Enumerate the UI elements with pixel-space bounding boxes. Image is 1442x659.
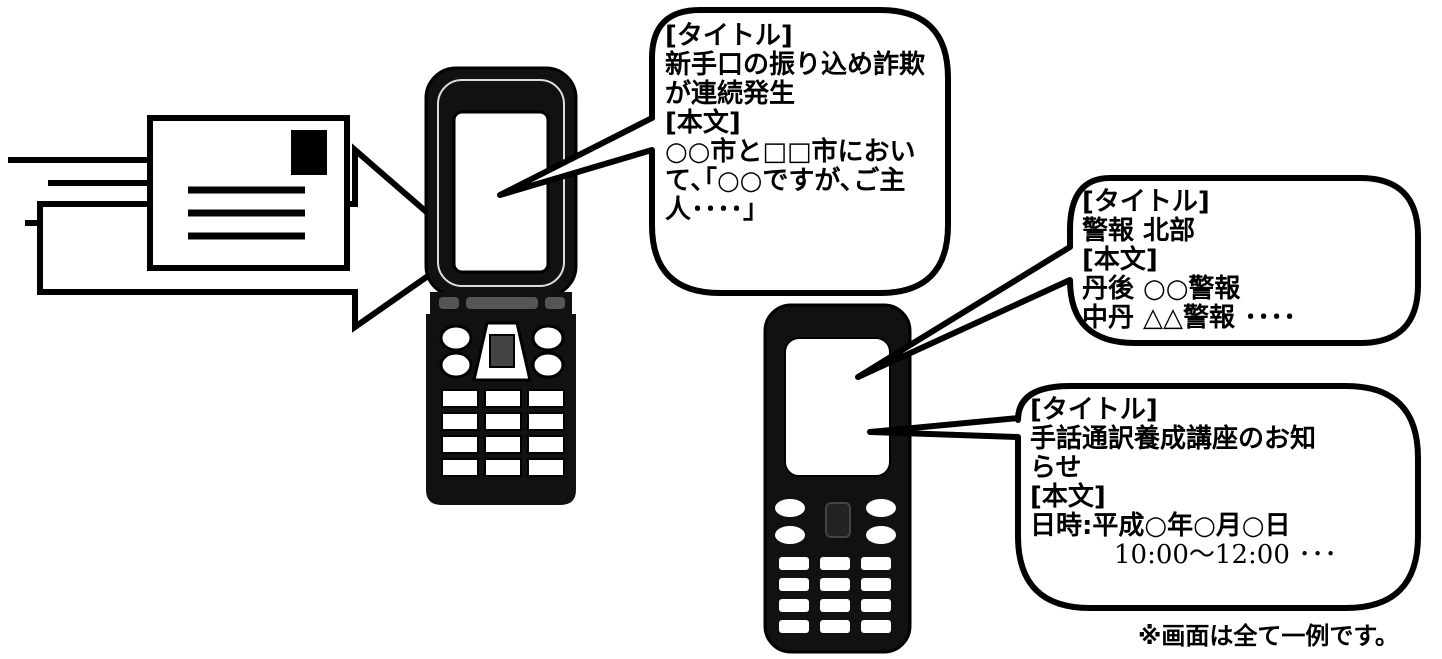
bubble-3-title-label: [タイトル] <box>1030 395 1158 425</box>
bubble-1-title-line: が連続発生 <box>665 79 796 109</box>
bubble-3-title-line: 手話通訳養成講座のお知 <box>1030 424 1317 454</box>
footnote: ※画面は全て一例です。 <box>1138 622 1399 650</box>
speech-bubble-2 <box>855 175 1421 380</box>
bubble-2-body-line: 丹後 ○○警報 <box>1082 274 1241 304</box>
bar-phone-icon <box>763 303 912 654</box>
bubble-2-title-line: 警報 北部 <box>1082 216 1196 246</box>
bubble-2-body-label: [本文] <box>1082 245 1158 275</box>
bubble-3-title-line: らせ <box>1030 453 1082 483</box>
speech-bubble-1 <box>497 7 951 296</box>
bubble-1-body-line: て､｢○○ですが､ご主 <box>665 166 906 196</box>
bubble-1-title-line: 新手口の振り込め詐欺 <box>665 50 926 80</box>
bubble-1-body-line: ○○市と□□市におい <box>665 137 916 167</box>
speech-bubble-3 <box>867 383 1421 611</box>
bubble-1-title-label: [タイトル] <box>665 21 793 51</box>
envelope-icon <box>147 115 350 271</box>
bubble-3-text: [タイトル] 手話通訳養成講座のお知 らせ [本文] 日時:平成○年○月○日 1… <box>1030 396 1337 570</box>
bubble-1-body-line: 人････｣ <box>665 195 757 225</box>
bubble-2-title-label: [タイトル] <box>1082 187 1210 217</box>
bubble-3-body-label: [本文] <box>1030 482 1106 512</box>
bubble-3-body-line: 日時:平成○年○月○日 <box>1030 511 1291 541</box>
flip-phone-icon <box>424 66 578 505</box>
bubble-2-body-line: 中丹 △△警報 ････ <box>1082 303 1297 333</box>
bubble-2-text: [タイトル] 警報 北部 [本文] 丹後 ○○警報 中丹 △△警報 ････ <box>1082 188 1296 333</box>
bubble-3-body-line: 10:00～12:00 ･･･ <box>1114 540 1338 570</box>
bubble-1-body-label: [本文] <box>665 108 741 138</box>
bubble-1-text: [タイトル] 新手口の振り込め詐欺 が連続発生 [本文] ○○市と□□市におい … <box>665 22 925 225</box>
